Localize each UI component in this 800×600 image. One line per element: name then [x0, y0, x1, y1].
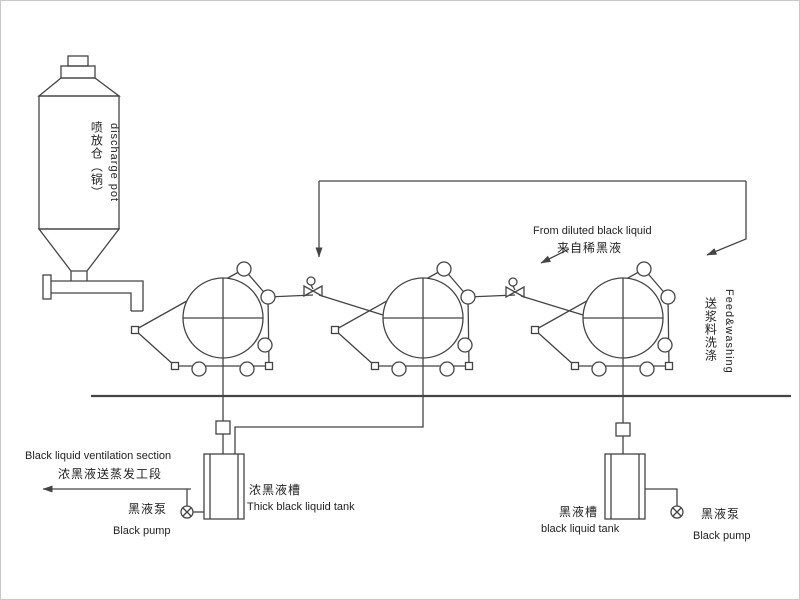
- left-pump-piping: [42, 485, 204, 513]
- drum-washer-2: [330, 261, 476, 377]
- label-black-tank-en: black liquid tank: [541, 523, 620, 535]
- label-ventilation-en: Black liquid ventilation section: [25, 450, 172, 462]
- black-liquor-pump-left: [180, 505, 194, 519]
- label-from-diluted-en: From diluted black liquid: [533, 225, 652, 237]
- drum-washer-1: [130, 261, 276, 377]
- label-left-pump-cn: 黑液泵: [128, 502, 168, 516]
- discharge-pot: [37, 55, 144, 312]
- label-discharge-pot-en: discharge pot: [108, 123, 121, 203]
- black-liquid-tank: [604, 453, 646, 520]
- spray-valve-2: [505, 277, 525, 298]
- thick-black-liquid-tank: [203, 453, 245, 520]
- black-liquor-pump-right: [670, 505, 684, 519]
- label-black-tank-cn: 黑液槽: [559, 505, 599, 519]
- label-from-diluted-cn: 来自稀黑液: [557, 241, 623, 255]
- label-thick-tank-en: Thick black liquid tank: [247, 501, 355, 513]
- label-discharge-pot-cn: 喷放仓（锅）: [89, 121, 104, 199]
- label-right-pump-en: Black pump: [693, 530, 751, 542]
- label-feed-washing-en: Feed&washing: [723, 289, 736, 374]
- label-right-pump-cn: 黑液泵: [701, 507, 741, 521]
- drum-washer-3: [530, 261, 676, 377]
- label-thick-tank-cn: 浓黑液槽: [249, 483, 302, 497]
- right-pump-piping: [645, 488, 678, 506]
- top-feed-piping: [315, 180, 747, 264]
- label-ventilation-cn: 浓黑液送蒸发工段: [58, 467, 163, 481]
- spray-valve-1: [303, 276, 323, 297]
- washer-discharge-piping: [215, 358, 631, 454]
- label-left-pump-en: Black pump: [113, 525, 171, 537]
- label-feed-washing-cn: 送浆料洗涤: [703, 297, 718, 362]
